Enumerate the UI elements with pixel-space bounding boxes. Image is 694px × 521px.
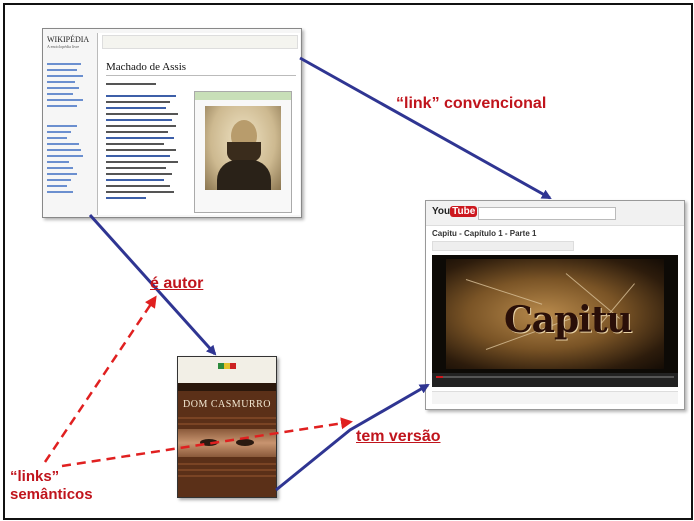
wiki-logo: WIKIPÉDIA A enciclopédia livre: [47, 35, 89, 49]
wiki-nav-line: [47, 173, 77, 175]
wiki-nav-line: [47, 69, 77, 71]
wiki-nav-line: [47, 155, 83, 157]
wiki-article-title: Machado de Assis: [106, 61, 187, 73]
arrow-wiki-to-video: [299, 56, 552, 200]
wiki-text-line: [106, 137, 174, 139]
wiki-text-line: [106, 95, 176, 97]
video-progress-bar: [436, 376, 674, 378]
yt-action-bar: [432, 391, 678, 404]
label-links-line2: semânticos: [10, 486, 93, 503]
right-eye: [236, 439, 254, 446]
book-stripe: [178, 463, 276, 465]
wiki-nav-line: [47, 167, 73, 169]
yt-search-input: [478, 207, 616, 220]
wiki-nav-line: [47, 137, 67, 139]
wiki-nav-line: [47, 143, 79, 145]
wiki-text-line: [106, 179, 164, 181]
wiki-text-line: [106, 101, 170, 103]
wiki-text-line: [106, 185, 170, 187]
wiki-text-line: [106, 155, 170, 157]
wiki-nav-line: [47, 191, 73, 193]
wiki-text-line: [106, 83, 156, 85]
wiki-text-line: [106, 107, 166, 109]
wiki-text-line: [106, 113, 178, 115]
wiki-nav-line: [47, 87, 79, 89]
wiki-nav-line: [47, 161, 69, 163]
label-e-autor: é autor: [150, 275, 204, 292]
wiki-text-line: [106, 167, 166, 169]
book-stripe: [178, 475, 276, 477]
yt-logo-tube: Tube: [450, 206, 478, 217]
yt-meta-bar: [432, 241, 574, 251]
wiki-nav-line: [47, 179, 71, 181]
video-frame: Capitu: [446, 259, 664, 369]
dashed-arrow-to-versao: [61, 417, 353, 468]
wiki-nav-line: [47, 105, 77, 107]
video-title: Capitu - Capítulo 1 - Parte 1: [432, 229, 537, 238]
wiki-nav-line: [47, 185, 67, 187]
wiki-nav-line: [47, 149, 81, 151]
book-band: [178, 383, 276, 391]
wiki-text-line: [106, 143, 164, 145]
wiki-nav-line: [47, 81, 75, 83]
portrait-beard: [227, 142, 261, 164]
book-stripe: [178, 417, 276, 419]
label-links-semanticos: “links” semânticos: [10, 468, 93, 504]
wiki-nav-line: [47, 75, 83, 77]
yt-logo-you: You: [432, 206, 451, 217]
wiki-sidebar: WIKIPÉDIA A enciclopédia livre: [43, 29, 93, 217]
book-publisher-flag: [218, 363, 236, 369]
wiki-text-line: [106, 119, 172, 121]
arrow-book-to-video: [275, 383, 430, 492]
wiki-title-rule: [106, 75, 296, 76]
wiki-logo-text: WIKIPÉDIA: [47, 35, 90, 44]
left-eye: [200, 439, 218, 446]
dom-casmurro-book-cover: DOM CASMURRO: [177, 356, 277, 498]
wiki-infobox-header: [195, 92, 291, 100]
wiki-infobox: [194, 91, 292, 213]
book-cover-top: [178, 357, 276, 383]
portrait-coat: [217, 160, 271, 190]
wiki-nav-line: [47, 93, 73, 95]
wiki-text-line: [106, 125, 176, 127]
dashed-arrow-to-autor: [43, 295, 157, 463]
wiki-logo-subtitle: A enciclopédia livre: [47, 44, 80, 49]
wiki-text-line: [106, 173, 172, 175]
label-tem-versao: tem versão: [356, 428, 441, 445]
label-link-convencional: “link” convencional: [396, 95, 547, 112]
machado-portrait-image: [205, 106, 281, 190]
wiki-nav-line: [47, 131, 71, 133]
wiki-text-line: [106, 161, 178, 163]
video-overlay-title: Capitu: [504, 299, 633, 341]
wiki-nav-line: [47, 125, 77, 127]
wiki-text-line: [106, 197, 146, 199]
wikipedia-page-thumbnail: WIKIPÉDIA A enciclopédia livre Machado d…: [42, 28, 302, 218]
video-player: Capitu: [432, 255, 678, 387]
wiki-text-line: [106, 131, 168, 133]
book-stripe: [178, 469, 276, 471]
label-links-line1: “links”: [10, 468, 60, 485]
video-controls: [432, 373, 678, 387]
wiki-text-line: [106, 191, 174, 193]
wiki-text-line: [106, 149, 176, 151]
wiki-notice-box: [102, 35, 298, 49]
book-eyes-image: [178, 429, 276, 457]
wiki-nav-line: [47, 63, 81, 65]
wiki-article: Machado de Assis: [97, 33, 300, 215]
wiki-nav-line: [47, 99, 83, 101]
video-progress-fill: [436, 376, 444, 378]
arrow-wiki-to-book: [88, 213, 217, 356]
book-stripe: [178, 423, 276, 425]
book-title: DOM CASMURRO: [183, 399, 271, 410]
